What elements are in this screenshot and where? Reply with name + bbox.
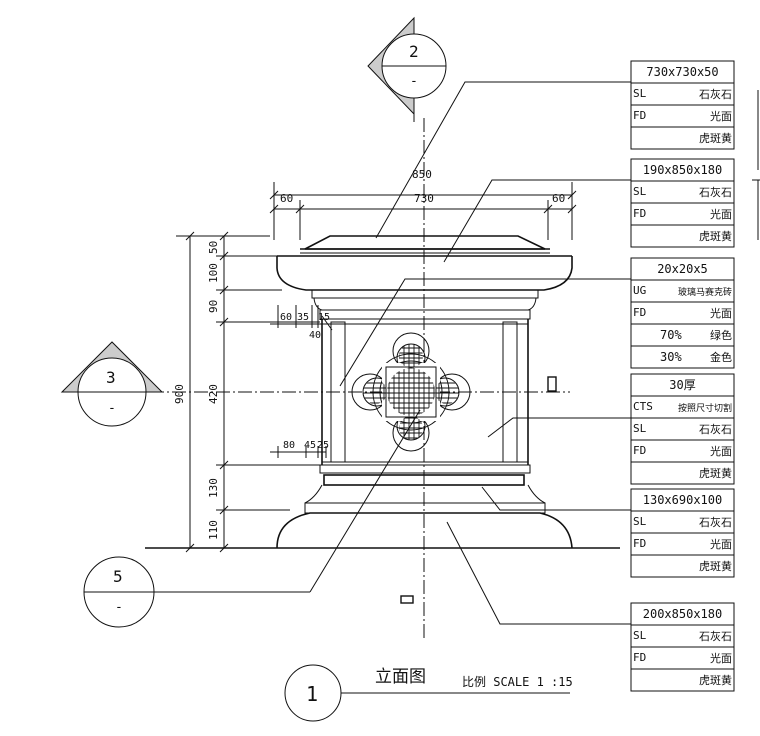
centerlines	[150, 118, 570, 640]
table-cell-code: SL	[633, 515, 647, 528]
table-cell-code: SL	[633, 629, 647, 642]
drawing-title: 立面图	[375, 667, 426, 687]
section-callout-2: 2 -	[367, 16, 447, 122]
table-cell-code: FD	[633, 306, 646, 319]
drawing-scale: 比例 SCALE 1 :15	[462, 675, 573, 689]
table-cell-code: FD	[633, 109, 646, 122]
table-header: 130x690x100	[643, 493, 722, 507]
table-cell-value: 虎斑黄	[699, 466, 732, 480]
left-dimensions	[176, 231, 320, 553]
dim-detail-60: 60	[280, 312, 292, 323]
dim-90: 90	[207, 300, 220, 313]
table-cell-code: 70%	[660, 328, 682, 342]
dim-100: 100	[207, 263, 220, 283]
section-callout-3: 3 -	[60, 341, 164, 427]
title-number: 1	[306, 682, 318, 706]
dim-60-left: 60	[280, 192, 293, 205]
marker-right	[547, 376, 557, 392]
table-cell-value: 石灰石	[699, 422, 732, 436]
table-cell-code: SL	[633, 185, 647, 198]
table-cell-value: 光面	[710, 207, 732, 221]
pedestal-outline	[276, 235, 573, 549]
dim-420: 420	[207, 384, 220, 404]
detail-dimensions-lower	[270, 446, 327, 458]
dim-detail-25: 25	[317, 440, 329, 451]
callout-2-sub: -	[410, 74, 418, 89]
table-cell-value: 按照尺寸切割	[678, 402, 732, 414]
callout-2-number: 2	[409, 42, 419, 61]
callout-3-sub: -	[108, 401, 116, 416]
dim-detail-40: 40	[309, 330, 321, 341]
table-cell-value: 光面	[710, 306, 732, 320]
table-header: 730x730x50	[646, 65, 718, 79]
table-cell-value: 光面	[710, 444, 732, 458]
dim-60-right: 60	[552, 192, 565, 205]
dim-50: 50	[207, 241, 220, 254]
table-cell-value: 虎斑黄	[699, 229, 732, 243]
table-cell-code: SL	[633, 87, 647, 100]
dim-900: 900	[173, 384, 186, 404]
table-cell-value: 光面	[710, 651, 732, 665]
dim-730: 730	[414, 192, 434, 205]
leader-lines	[339, 81, 632, 625]
table-cell-value: 石灰石	[699, 185, 732, 199]
table-cell-value: 绿色	[710, 328, 732, 342]
marker-bottom	[400, 595, 414, 604]
top-dimensions	[269, 182, 577, 240]
table-cell-code: 30%	[660, 350, 682, 364]
detail-dimensions-upper	[270, 305, 333, 331]
table-cell-value: 玻璃马赛克砖	[678, 286, 732, 298]
table-cell-code: FD	[633, 651, 646, 664]
table-cell-code: CTS	[633, 400, 653, 413]
table-cell-value: 光面	[710, 537, 732, 551]
callout-5-number: 5	[113, 567, 123, 586]
dim-detail-15: 15	[318, 312, 330, 323]
callout-5-sub: -	[115, 600, 123, 615]
dim-detail-45: 45	[304, 440, 316, 451]
table-cell-value: 石灰石	[699, 515, 732, 529]
table-cell-code: FD	[633, 207, 646, 220]
table-cell-code: FD	[633, 444, 646, 457]
table-cell-value: 石灰石	[699, 87, 732, 101]
table-header: 30厚	[669, 378, 695, 392]
dim-detail-80: 80	[283, 440, 295, 451]
detail-callout-5: 5 -	[83, 409, 421, 628]
table-header: 190x850x180	[643, 163, 722, 177]
table-cell-value: 光面	[710, 109, 732, 123]
dim-130: 130	[207, 478, 220, 498]
table-cell-value: 虎斑黄	[699, 559, 732, 573]
table-cell-value: 虎斑黄	[699, 131, 732, 145]
edge-marks	[752, 90, 760, 240]
callout-3-number: 3	[106, 368, 116, 387]
table-cell-value: 虎斑黄	[699, 673, 732, 687]
table-header: 200x850x180	[643, 607, 722, 621]
dim-detail-35: 35	[297, 312, 309, 323]
title-block: 1 立面图 比例 SCALE 1 :15	[284, 664, 573, 722]
table-cell-code: FD	[633, 537, 646, 550]
dim-110: 110	[207, 520, 220, 540]
dim-850: 850	[412, 168, 432, 181]
table-header: 20x20x5	[657, 262, 708, 276]
table-cell-value: 石灰石	[699, 629, 732, 643]
table-cell-code: UG	[633, 284, 646, 297]
table-cell-code: SL	[633, 422, 647, 435]
table-cell-value: 金色	[710, 350, 732, 364]
